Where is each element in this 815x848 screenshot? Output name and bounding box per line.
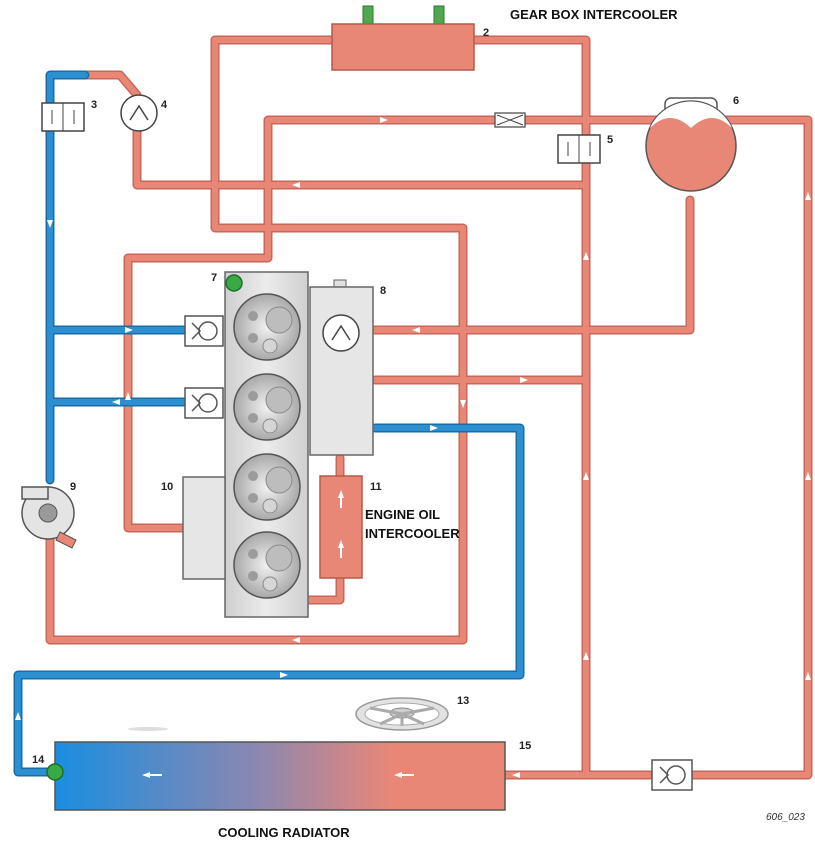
callout-14: 14 xyxy=(32,754,45,766)
temperature-sensor-7 xyxy=(225,274,243,292)
shadow-mark xyxy=(128,727,168,731)
temperature-sensor-14 xyxy=(46,763,64,781)
engine-oil-intercooler-label-line1: ENGINE OIL xyxy=(365,507,441,522)
valve-3 xyxy=(41,102,85,132)
coolant-pump-9 xyxy=(21,486,77,549)
expansion-tank-6 xyxy=(645,97,737,192)
check-valve-bottom xyxy=(651,759,693,791)
engine-oil-intercooler-label-line2: INTERCOOLER xyxy=(365,526,460,541)
engine-block xyxy=(224,271,309,618)
component-10 xyxy=(182,476,226,580)
check-valve-upper xyxy=(184,315,224,347)
engine-oil-intercooler-11 xyxy=(319,475,363,579)
callout-9: 9 xyxy=(70,481,77,493)
pump-housing-8 xyxy=(309,279,374,456)
gearbox-intercooler xyxy=(331,5,475,71)
check-valve-lower xyxy=(184,387,224,419)
callout-8: 8 xyxy=(380,285,387,297)
callout-4: 4 xyxy=(161,99,168,111)
callout-2: 2 xyxy=(483,27,490,39)
callout-3: 3 xyxy=(91,99,98,111)
callout-6: 6 xyxy=(733,95,740,107)
callout-11: 11 xyxy=(370,481,382,493)
cooling-radiator-15 xyxy=(54,741,506,811)
restrictor xyxy=(494,112,526,128)
callout-13: 13 xyxy=(457,695,470,707)
callout-5: 5 xyxy=(607,134,614,146)
fan-13 xyxy=(355,697,449,731)
cooling-radiator-label: COOLING RADIATOR xyxy=(218,825,350,840)
callout-10: 10 xyxy=(161,481,174,493)
valve-5 xyxy=(557,134,601,164)
gearbox-intercooler-label: GEAR BOX INTERCOOLER xyxy=(510,7,678,22)
callout-7: 7 xyxy=(211,272,218,284)
cylinders xyxy=(233,293,301,599)
callout-15: 15 xyxy=(519,740,532,752)
figure-code: 606_023 xyxy=(766,812,805,823)
pressure-gauge-4 xyxy=(120,94,158,132)
